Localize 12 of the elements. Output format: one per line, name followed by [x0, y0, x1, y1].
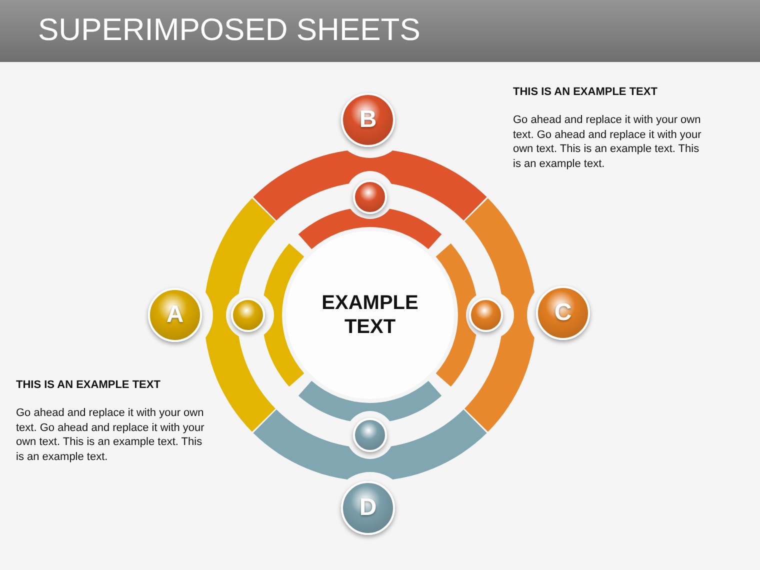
- ball-letter: D: [359, 494, 377, 522]
- letter-ball: [341, 481, 395, 535]
- text-heading: THIS IS AN EXAMPLE TEXT: [513, 85, 658, 100]
- text-paragraph: Go ahead and replace it with your own text. Go ahead and replace it with your own text. This is an example text. This is an example text.: [513, 113, 702, 171]
- text-paragraph: Go ahead and replace it with your own text. Go ahead and replace it with your own text. This is an example text. This is an example text.: [16, 406, 206, 464]
- center-text: EXAMPLE TEXT: [320, 291, 420, 339]
- letter-ball: [536, 286, 590, 340]
- text-heading: THIS IS AN EXAMPLE TEXT: [16, 378, 162, 392]
- letter-ball: [148, 288, 202, 342]
- letter-ball: [341, 93, 395, 147]
- title: SUPERIMPOSED SHEETS: [38, 12, 420, 48]
- small-ball: [469, 298, 503, 332]
